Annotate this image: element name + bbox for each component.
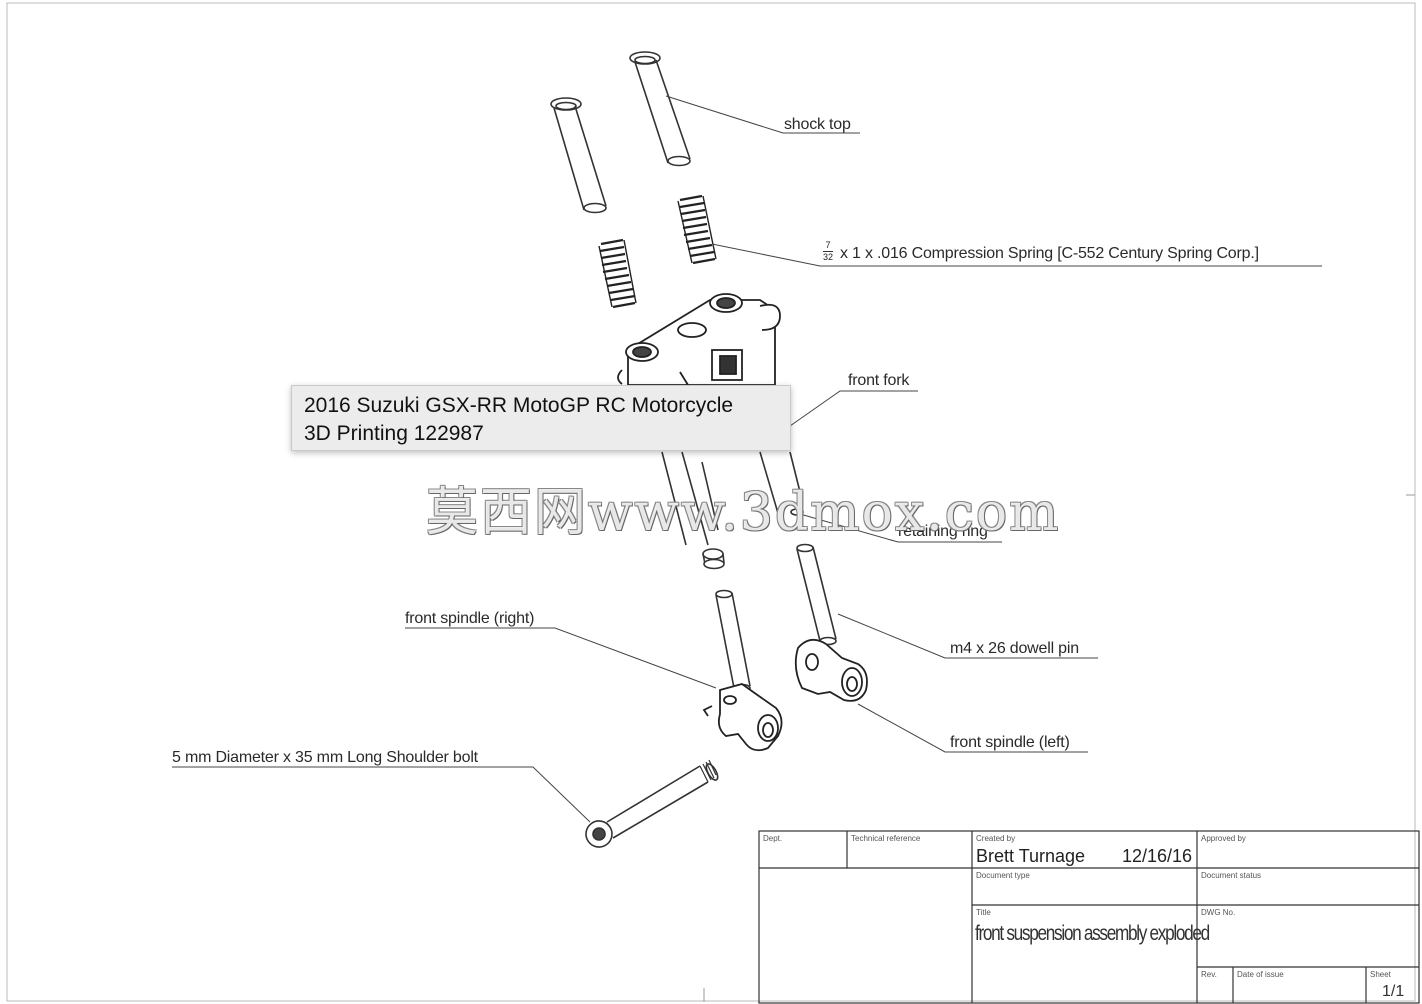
title-block-approved-by-label: Approved by	[1201, 834, 1246, 843]
leader-lines	[172, 95, 1322, 823]
leader-shock-top	[665, 95, 860, 134]
tooltip-line-2: 3D Printing 122987	[304, 422, 484, 445]
title-block-date: 12/16/16	[1122, 846, 1193, 866]
title-block-dwg-no-label: DWG No.	[1201, 908, 1236, 917]
shock-top-right-part	[629, 51, 691, 167]
callout-shock-top: shock top	[784, 116, 851, 133]
retaining-ring-part	[702, 508, 804, 570]
title-block-title-label: Title	[976, 908, 991, 917]
title-block-sheet: 1/1	[1382, 983, 1405, 1000]
hover-tooltip: 2016 Suzuki GSX-RR MotoGP RC Motorcycle …	[291, 385, 791, 451]
front-spindle-left-part	[794, 638, 868, 702]
title-block-created-by-label: Created by	[976, 834, 1016, 843]
title-block-dept-label: Dept.	[763, 834, 783, 843]
title-block-tech-ref-label: Technical reference	[851, 834, 921, 843]
leader-retaining-ring	[799, 513, 1002, 543]
leader-front-fork	[789, 390, 918, 427]
spring-fraction-numerator: 7	[825, 240, 831, 250]
fork-tubes-part	[661, 451, 803, 546]
spring-right-part	[677, 194, 717, 265]
title-block-doc-type-label: Document type	[976, 871, 1030, 880]
front-fork-part	[617, 293, 781, 386]
spring-left-part	[598, 238, 637, 309]
sheet-border	[6, 2, 1416, 1002]
leader-spindle-right	[405, 627, 717, 689]
title-block-sheet-label: Sheet	[1370, 970, 1391, 979]
title-block-title: front suspension assembly exploded	[975, 922, 1210, 945]
shoulder-bolt-part	[585, 759, 719, 848]
spring-fraction-denominator: 32	[822, 252, 833, 262]
leader-dowell-pin	[837, 613, 1098, 659]
title-block-doc-status-label: Document status	[1201, 871, 1262, 880]
leader-spindle-left	[857, 703, 1088, 753]
front-spindle-right-part	[702, 683, 783, 752]
watermark-text: 莫西网www.3dmox.com	[426, 483, 1061, 543]
dowel-pin-left-part	[796, 543, 837, 646]
leader-spring	[711, 243, 1322, 267]
tooltip-line-1: 2016 Suzuki GSX-RR MotoGP RC Motorcycle	[304, 394, 734, 417]
callout-front-fork: front fork	[848, 372, 910, 389]
title-block-rev-label: Rev.	[1201, 970, 1217, 979]
title-block-date-of-issue-label: Date of issue	[1237, 970, 1284, 979]
callout-compression-spring: x 1 x .016 Compression Spring [C-552 Cen…	[840, 245, 1259, 262]
callout-front-spindle-right: front spindle (right)	[405, 610, 535, 627]
callout-retaining-ring: retaining ring	[898, 523, 988, 540]
spring-fraction-bar	[823, 251, 833, 252]
callout-front-spindle-left: front spindle (left)	[950, 734, 1070, 751]
dowel-pin-right-part	[715, 589, 751, 693]
title-block-grid	[758, 830, 1420, 1004]
shock-top-left-part	[550, 97, 607, 214]
callout-shoulder-bolt: 5 mm Diameter x 35 mm Long Shoulder bolt	[172, 749, 478, 766]
title-block-created-by: Brett Turnage	[976, 846, 1086, 866]
leader-shoulder-bolt	[172, 766, 591, 823]
callout-dowell-pin: m4 x 26 dowell pin	[950, 640, 1079, 657]
